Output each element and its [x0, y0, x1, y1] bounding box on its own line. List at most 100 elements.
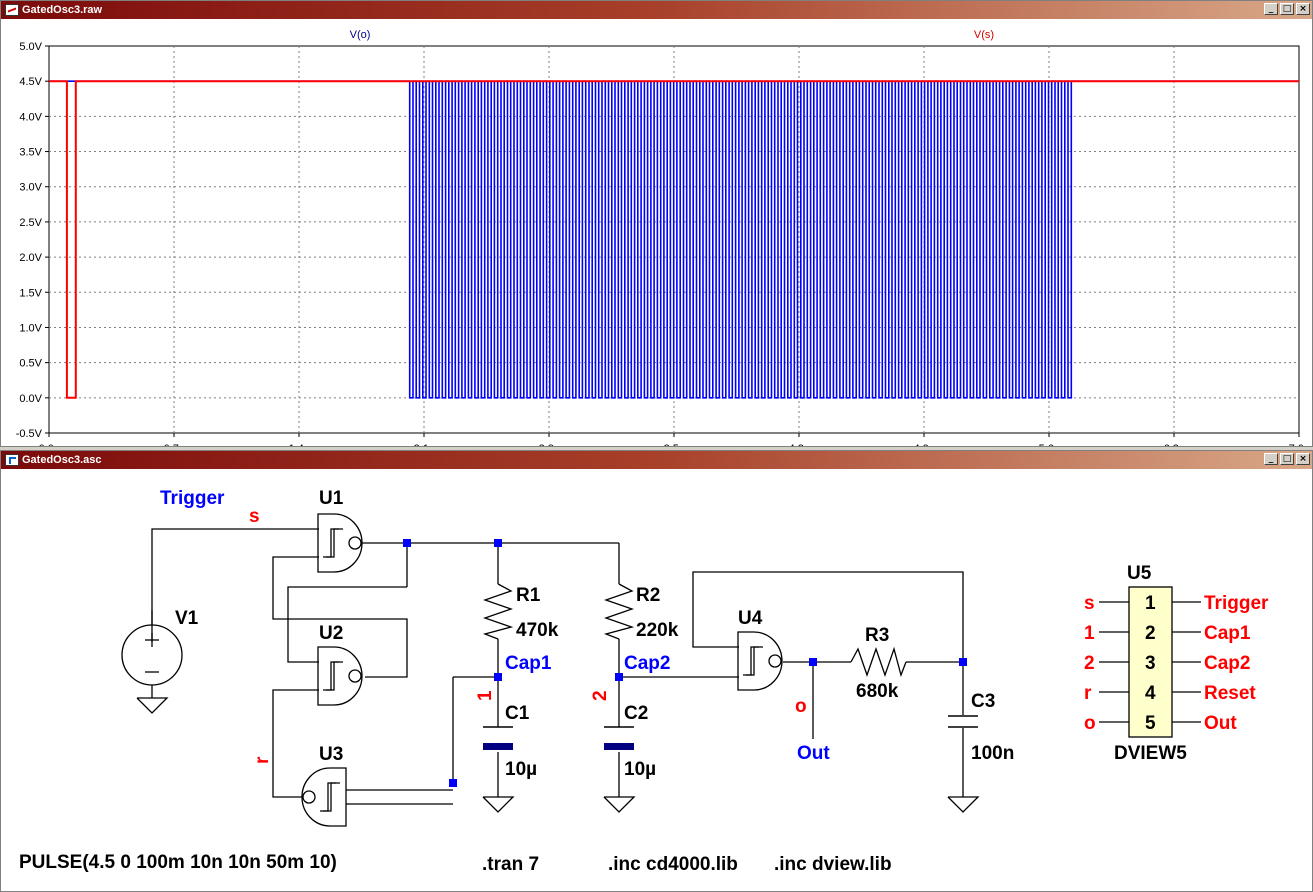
c3-label[interactable]: C3: [971, 691, 995, 712]
dview-net-left[interactable]: 2: [1084, 653, 1095, 674]
u1-label[interactable]: U1: [319, 488, 344, 509]
dview5-block[interactable]: [1128, 586, 1173, 738]
waveform-file-icon: [5, 4, 19, 16]
x-tick-label: 2.1s: [414, 443, 435, 446]
r2-value[interactable]: 220k: [636, 620, 679, 641]
resistor-r1[interactable]: [482, 583, 514, 640]
net-label-trigger[interactable]: Trigger: [160, 488, 225, 509]
x-tick-label: 4.9s: [914, 443, 935, 446]
y-tick-label: 1.0V: [19, 322, 42, 334]
v1-label[interactable]: V1: [175, 608, 199, 629]
net-label-s[interactable]: s: [249, 506, 260, 527]
r2-label[interactable]: R2: [636, 585, 660, 606]
dview-net-left[interactable]: o: [1084, 713, 1096, 734]
trace-label-vs[interactable]: V(s): [974, 29, 994, 41]
junction-dots: [403, 539, 967, 787]
net-label-cap2[interactable]: Cap2: [624, 653, 670, 674]
c3-value[interactable]: 100n: [971, 743, 1014, 764]
schematic-window-title: GatedOsc3.asc: [22, 454, 102, 466]
y-tick-label: 0.5V: [19, 358, 42, 370]
capacitor-c3[interactable]: [948, 715, 978, 728]
x-tick-label: 2.8s: [539, 443, 560, 446]
y-tick-label: 2.5V: [19, 217, 42, 229]
y-tick-label: 4.0V: [19, 111, 42, 123]
c1-label[interactable]: C1: [505, 703, 530, 724]
y-tick-label: -0.5V: [16, 428, 43, 440]
c2-value[interactable]: 10µ: [624, 759, 656, 780]
c2-label[interactable]: C2: [624, 703, 648, 724]
r1-value[interactable]: 470k: [516, 620, 559, 641]
include-cd4000-directive[interactable]: .inc cd4000.lib: [608, 854, 738, 875]
y-tick-label: 5.0V: [19, 41, 42, 53]
schematic-canvas[interactable]: U1 U2 U3 U4 U5 V1 R1 470k R2 220k R3 680…: [1, 469, 1312, 891]
y-tick-label: 2.0V: [19, 252, 42, 264]
net-label-2[interactable]: 2: [590, 690, 611, 701]
nand-gate-u4[interactable]: [737, 631, 783, 691]
x-tick-label: 7.0s: [1289, 443, 1310, 446]
dview-net-right[interactable]: Out: [1204, 713, 1237, 734]
tran-directive[interactable]: .tran 7: [482, 854, 539, 875]
dview-net-right[interactable]: Cap2: [1204, 653, 1250, 674]
net-label-r[interactable]: r: [252, 756, 273, 764]
net-label-1[interactable]: 1: [475, 690, 496, 701]
voltage-source-v1[interactable]: [121, 610, 183, 698]
c1-value[interactable]: 10µ: [505, 759, 537, 780]
waveform-plot[interactable]: 5.0V4.5V4.0V3.5V3.0V2.5V2.0V1.5V1.0V0.5V…: [1, 19, 1312, 446]
maximize-button[interactable]: □: [1280, 3, 1294, 15]
y-tick-label: 1.5V: [19, 287, 42, 299]
u3-label[interactable]: U3: [319, 744, 343, 765]
resistor-r2[interactable]: [603, 583, 635, 640]
close-button[interactable]: ×: [1296, 3, 1310, 15]
dview5-label[interactable]: DVIEW5: [1114, 743, 1187, 764]
schematic-file-icon: [5, 454, 19, 466]
x-tick-label: 4.2s: [789, 443, 810, 446]
x-tick-label: 6.3s: [1164, 443, 1185, 446]
close-button[interactable]: ×: [1296, 453, 1310, 465]
dview-net-left[interactable]: 1: [1084, 623, 1095, 644]
dview-pin-number: 4: [1145, 683, 1156, 704]
minimize-button[interactable]: _: [1264, 3, 1278, 15]
net-label-o[interactable]: o: [795, 696, 807, 717]
ground-icon: [136, 697, 169, 714]
dview-net-left[interactable]: r: [1084, 683, 1092, 704]
y-tick-label: 3.0V: [19, 182, 42, 194]
schematic-window: GatedOsc3.asc _ □ ×: [0, 450, 1313, 892]
dview-pin-number: 3: [1145, 653, 1156, 674]
trace-vs[interactable]: [49, 80, 1299, 399]
nand-gate-u1[interactable]: [317, 513, 363, 573]
r1-label[interactable]: R1: [516, 585, 541, 606]
y-tick-label: 0.0V: [19, 393, 42, 405]
dview-pin-number: 5: [1145, 713, 1156, 734]
dview-net-right[interactable]: Trigger: [1204, 593, 1269, 614]
r3-label[interactable]: R3: [865, 625, 889, 646]
y-axis-ticks: 5.0V4.5V4.0V3.5V3.0V2.5V2.0V1.5V1.0V0.5V…: [16, 41, 49, 440]
dview-net-left[interactable]: s: [1084, 593, 1095, 614]
include-dview-directive[interactable]: .inc dview.lib: [774, 854, 892, 875]
capacitor-c1[interactable]: [483, 726, 513, 750]
u4-label[interactable]: U4: [738, 608, 763, 629]
capacitor-c2[interactable]: [604, 726, 634, 750]
schematic-titlebar[interactable]: GatedOsc3.asc _ □ ×: [1, 451, 1312, 469]
ground-icon: [947, 796, 980, 813]
x-tick-label: 1.4s: [289, 443, 310, 446]
dview-net-right[interactable]: Cap1: [1204, 623, 1251, 644]
r3-value[interactable]: 680k: [856, 681, 899, 702]
nand-gate-u3[interactable]: [301, 767, 347, 827]
x-axis-ticks: 0.0s0.7s1.4s2.1s2.8s3.5s4.2s4.9s5.6s6.3s…: [39, 433, 1310, 446]
dview-pin-number: 2: [1145, 623, 1156, 644]
u5-label[interactable]: U5: [1127, 563, 1152, 584]
trace-label-vo[interactable]: V(o): [350, 29, 371, 41]
waveform-titlebar[interactable]: GatedOsc3.raw _ □ ×: [1, 1, 1312, 19]
resistor-r3[interactable]: [850, 646, 907, 678]
dview-net-right[interactable]: Reset: [1204, 683, 1256, 704]
minimize-button[interactable]: _: [1264, 453, 1278, 465]
u2-label[interactable]: U2: [319, 623, 343, 644]
waveform-window-title: GatedOsc3.raw: [22, 4, 103, 16]
nand-gate-u2[interactable]: [317, 646, 363, 706]
maximize-button[interactable]: □: [1280, 453, 1294, 465]
pulse-directive[interactable]: PULSE(4.5 0 100m 10n 10n 50m 10): [19, 852, 337, 873]
x-tick-label: 5.6s: [1039, 443, 1060, 446]
net-label-cap1[interactable]: Cap1: [505, 653, 552, 674]
net-label-out[interactable]: Out: [797, 743, 830, 764]
